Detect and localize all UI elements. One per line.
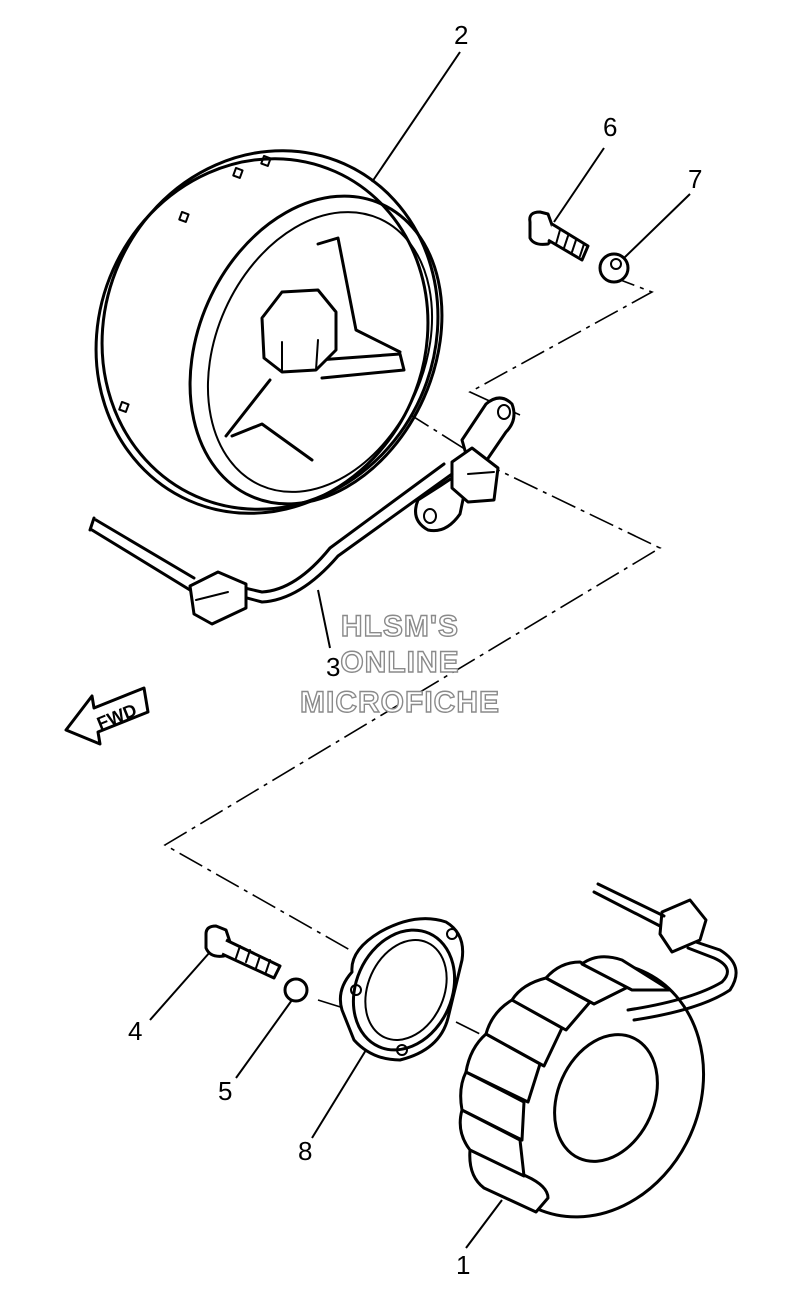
stator-poles: [458, 955, 672, 1214]
washer-stator: [283, 977, 309, 1003]
callout-6: 6: [603, 112, 617, 142]
washer-rotor: [598, 252, 630, 284]
forward-direction-arrow: FWD: [64, 686, 150, 746]
callout-7: 7: [688, 164, 702, 194]
watermark-line-1: HLSM'S: [341, 610, 459, 643]
bolt-rotor: [528, 210, 590, 262]
callout-4: 4: [128, 1016, 142, 1046]
callout-numbers: 2 6 7 3 4 5 8 1: [128, 20, 702, 1280]
flywheel-rotor: [94, 149, 444, 515]
stator-gasket: [338, 917, 465, 1062]
callout-8: 8: [298, 1136, 312, 1166]
bolt-stator: [204, 924, 282, 980]
callout-2: 2: [454, 20, 468, 50]
pickup-coil-assembly: [88, 396, 516, 626]
callout-1: 1: [456, 1250, 470, 1280]
watermark: HLSM'S ONLINE MICROFICHE: [299, 609, 500, 719]
watermark-line-3: MICROFICHE: [300, 686, 500, 719]
callout-3: 3: [326, 652, 340, 682]
callout-5: 5: [218, 1076, 232, 1106]
watermark-line-2: ONLINE: [340, 646, 459, 679]
stator-assembly: [458, 882, 738, 1219]
callout-leaders: [149, 51, 691, 1249]
